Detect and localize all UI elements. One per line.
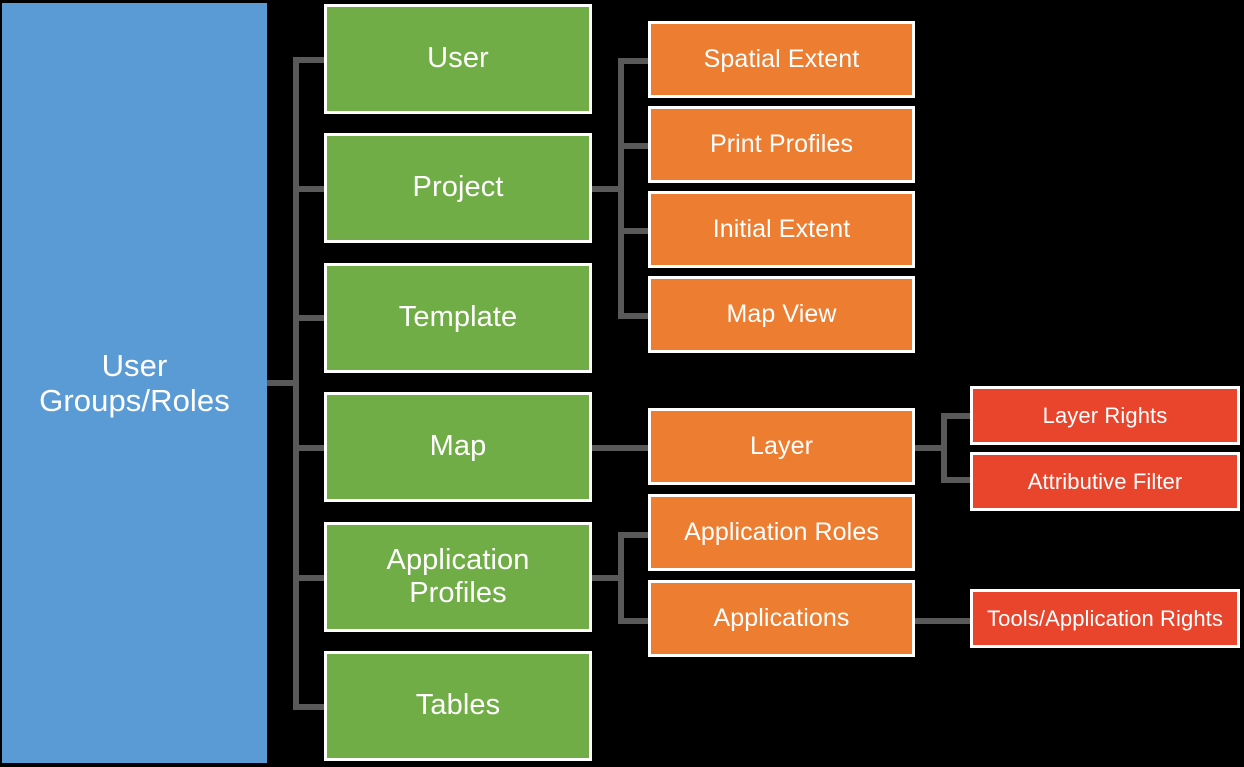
connector-to-template	[293, 315, 326, 321]
connector-map-to-layer	[592, 445, 650, 451]
connector-layer-stub	[915, 445, 947, 451]
node-application-profiles[interactable]: Application Profiles	[324, 522, 592, 632]
node-spatial-extent[interactable]: Spatial Extent	[648, 21, 915, 98]
connector-project-trunk	[618, 58, 624, 315]
node-print-profiles[interactable]: Print Profiles	[648, 106, 915, 183]
connector-to-tables	[293, 704, 326, 710]
connector-application-profiles-stub	[592, 575, 624, 581]
node-layer[interactable]: Layer	[648, 408, 915, 485]
connector-to-applications	[618, 618, 650, 624]
connector-to-map	[293, 445, 326, 451]
node-application-roles[interactable]: Application Roles	[648, 494, 915, 571]
node-project[interactable]: Project	[324, 133, 592, 243]
node-attributive-filter[interactable]: Attributive Filter	[970, 452, 1240, 511]
node-user[interactable]: User	[324, 4, 592, 114]
connector-to-project	[293, 186, 326, 192]
connector-to-application-roles	[618, 532, 650, 538]
node-applications[interactable]: Applications	[648, 580, 915, 657]
connector-to-application-profiles	[293, 575, 326, 581]
connector-to-attributive-filter	[941, 477, 974, 483]
node-tools-application-rights[interactable]: Tools/Application Rights	[970, 589, 1240, 648]
connector-to-initial-extent	[618, 228, 650, 234]
connector-root-stub	[267, 380, 299, 386]
node-map-view[interactable]: Map View	[648, 276, 915, 353]
connector-layer-trunk	[941, 413, 947, 483]
connector-to-layer-rights	[941, 413, 974, 419]
node-template[interactable]: Template	[324, 263, 592, 373]
node-tables[interactable]: Tables	[324, 651, 592, 761]
connector-to-user	[293, 57, 326, 63]
node-layer-rights[interactable]: Layer Rights	[970, 386, 1240, 445]
connector-applications-to-tools-rights	[915, 618, 975, 624]
connector-to-map-view	[618, 313, 650, 319]
connector-project-stub	[592, 186, 624, 192]
node-user-groups-roles[interactable]: User Groups/Roles	[2, 3, 267, 763]
connector-level1-trunk	[293, 60, 299, 710]
node-map[interactable]: Map	[324, 392, 592, 502]
connector-application-profiles-trunk	[618, 532, 624, 624]
node-initial-extent[interactable]: Initial Extent	[648, 191, 915, 268]
connector-to-spatial-extent	[618, 58, 650, 64]
connector-to-print-profiles	[618, 143, 650, 149]
